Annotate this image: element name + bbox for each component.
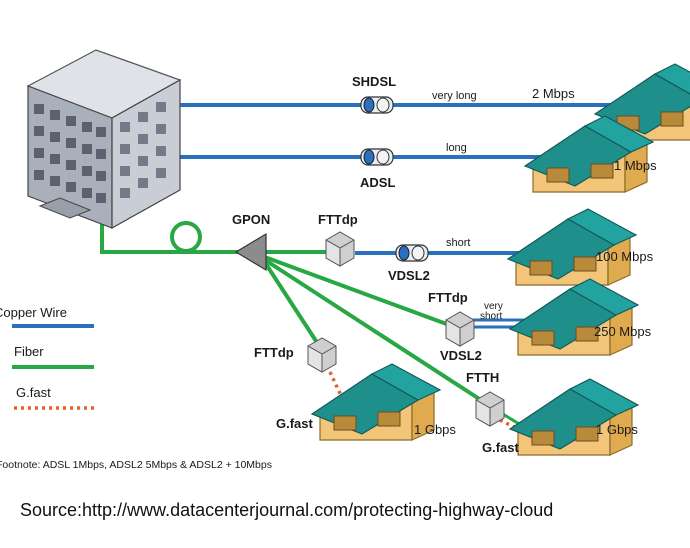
- legend-fiber-label: Fiber: [14, 344, 44, 359]
- central-office-building: [26, 49, 182, 230]
- rate-1gbps-left-label: 1 Gbps: [414, 422, 456, 437]
- gpon-splitter-icon: [234, 232, 267, 272]
- very-short-label-2: short: [480, 311, 502, 322]
- rate-1mbps-label: 1 Mbps: [614, 158, 657, 173]
- shdsl-label: SHDSL: [352, 74, 396, 89]
- rate-1gbps-right-label: 1 Gbps: [596, 422, 638, 437]
- fttdp-node-left-icon: [307, 337, 337, 373]
- legend: Copper Wire Fiber G.fast: [0, 305, 94, 410]
- fiber-line-fttdp-left: [260, 256, 320, 346]
- footnote: Footnote: ADSL 1Mbps, ADSL2 5Mbps & ADSL…: [0, 459, 272, 471]
- rate-2mbps-label: 2 Mbps: [532, 86, 575, 101]
- long-label: long: [446, 142, 467, 154]
- house-250mbps-icon: [509, 278, 639, 356]
- fttdp-left-label: FTTdp: [254, 345, 294, 360]
- adsl-connector-icon: [360, 148, 394, 166]
- fiber-line-building: [100, 222, 240, 254]
- vdsl2-connector-icon: [395, 244, 429, 262]
- fttdp-mid-label: FTTdp: [428, 290, 468, 305]
- rate-100mbps-label: 100 Mbps: [596, 249, 654, 264]
- vdsl2-mid-label: VDSL2: [440, 348, 482, 363]
- fttdp-node-top-icon: [325, 231, 355, 267]
- house-100mbps-icon: [507, 208, 637, 286]
- gfast-line-left: [328, 371, 346, 403]
- fiber-loop: [170, 221, 202, 253]
- rate-250mbps-label: 250 Mbps: [594, 324, 652, 339]
- house-1gbps-right-icon: [509, 378, 639, 456]
- very-long-label: very long: [432, 90, 477, 102]
- gpon-label: GPON: [232, 212, 270, 227]
- ftth-label: FTTH: [466, 370, 499, 385]
- adsl-label: ADSL: [360, 175, 395, 190]
- gfast-left-label: G.fast: [276, 416, 314, 431]
- legend-copper-label: Copper Wire: [0, 305, 67, 320]
- ftth-node-icon: [475, 391, 505, 427]
- short-label: short: [446, 237, 470, 249]
- source-caption: Source:http://www.datacenterjournal.com/…: [20, 500, 554, 520]
- fttdp-top-label: FTTdp: [318, 212, 358, 227]
- fiber-line-ftth: [260, 256, 486, 404]
- fiber-line-fttdp-mid: [261, 254, 453, 328]
- fttdp-node-mid-icon: [445, 311, 475, 347]
- gfast-right-label: G.fast: [482, 440, 520, 455]
- legend-gfast-label: G.fast: [16, 385, 51, 400]
- vdsl2-top-label: VDSL2: [388, 268, 430, 283]
- shdsl-connector-icon: [360, 96, 394, 114]
- very-short-label-1: very: [484, 301, 503, 312]
